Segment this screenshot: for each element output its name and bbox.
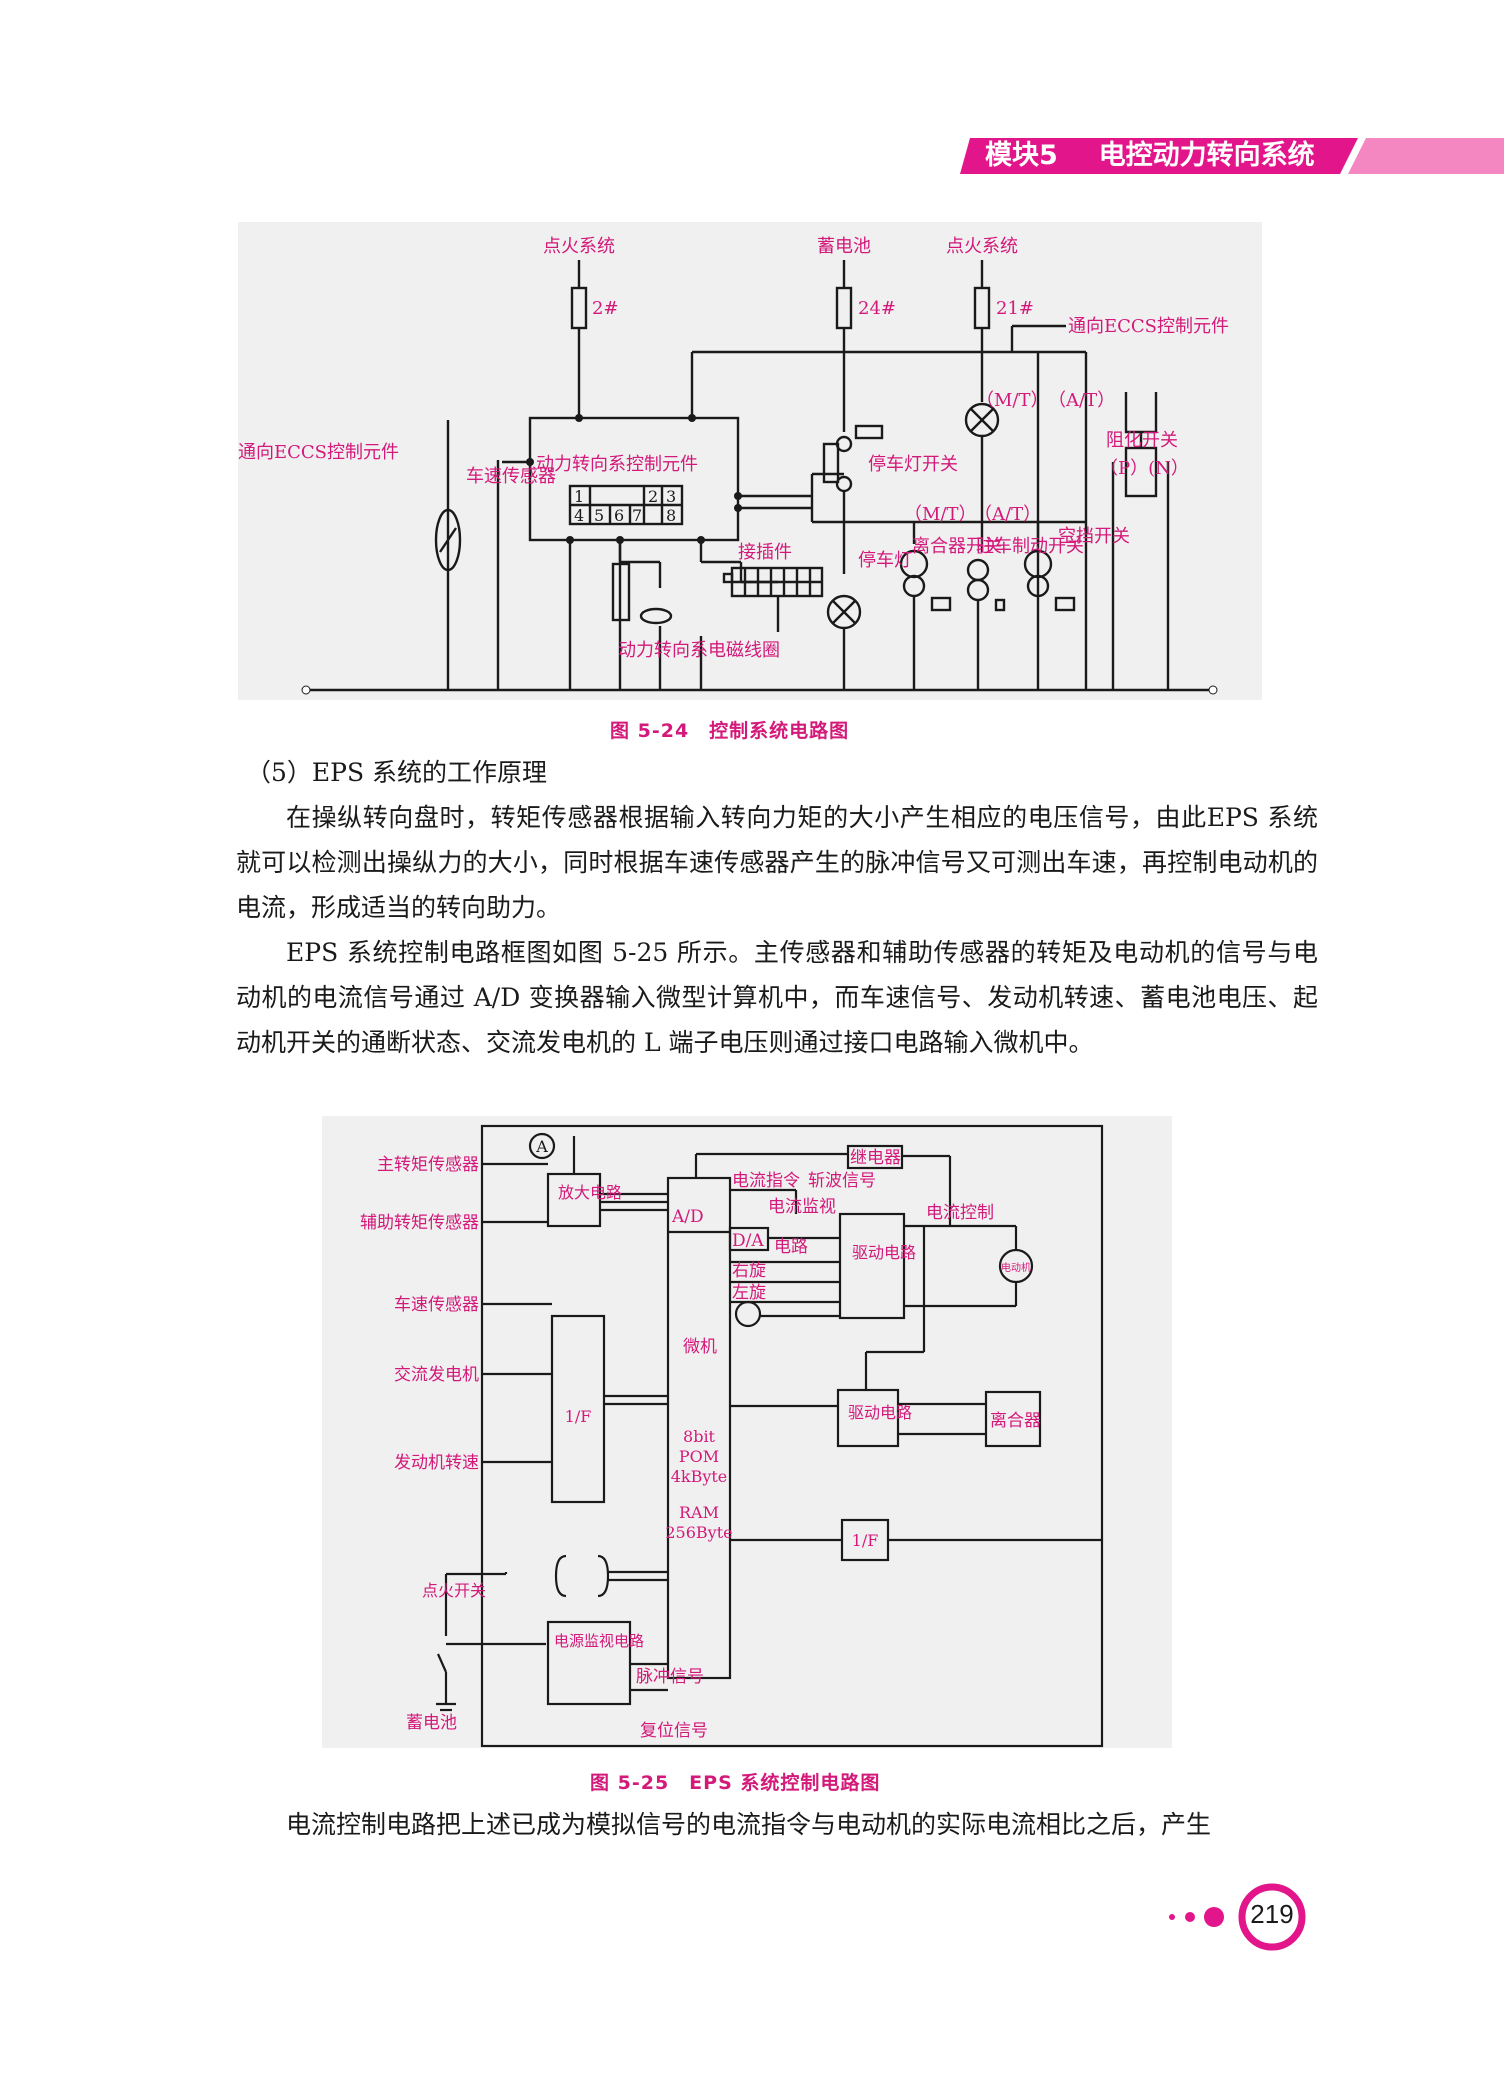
label-fuse-24: 24# [858,298,896,319]
label-ignition-2: 点火系统 [946,236,1018,257]
label-power-monitor: 电源监视电路 [554,1632,644,1650]
label-solenoid: 动力转向系电磁线圈 [618,640,780,661]
label-reset-signal: 复位信号 [640,1721,708,1741]
figure-5-24: 点火系统 蓄电池 点火系统 2# 24# 21# 通向ECCS控制元件 通向EC… [238,222,1262,700]
label-battery: 蓄电池 [817,236,871,257]
figure-5-25: 主转矩传感器 辅助转矩传感器 车速传感器 交流发电机 发动机转速 蓄电池 放大电… [322,1116,1172,1748]
circuit-diagram-5-25: 主转矩传感器 辅助转矩传感器 车速传感器 交流发电机 发动机转速 蓄电池 放大电… [322,1116,1172,1748]
label-current-monitor: 电流监视 [768,1197,836,1217]
label-mcu: 微机 [683,1337,717,1357]
label-engine-speed: 发动机转速 [394,1453,479,1473]
label-left-turn: 左旋 [732,1283,766,1303]
label-fuse-2: 2# [592,298,619,319]
pin-1: 1 [574,487,584,506]
section-heading: （5）EPS 系统的工作原理 [246,758,548,787]
body-section: （5）EPS 系统的工作原理 在操纵转向盘时，转矩传感器根据输入转向力矩的大小产… [236,750,1318,1065]
paragraph-1: 在操纵转向盘时，转矩传感器根据输入转向力矩的大小产生相应的电压信号，由此EPS … [236,803,1318,922]
label-amp: 放大电路 [558,1183,622,1202]
label-mt-mid: （M/T） [904,504,977,525]
label-if-left: 1/F [565,1407,592,1426]
label-speed-sensor: 车速传感器 [466,466,556,487]
pin-7: 7 [632,506,642,525]
label-to-eccs-left: 通向ECCS控制元件 [238,442,399,463]
label-power-steering-ctrl: 动力转向系控制元件 [536,454,698,475]
caption-figure-5-24: 图 5-24 控制系统电路图 [610,720,850,742]
caption-figure-5-25: 图 5-25 EPS 系统控制电路图 [590,1772,881,1794]
page-number-decoration [1169,1883,1306,1951]
label-at-top: （A/T） [1048,390,1115,411]
running-header: 模块5 电控动力转向系统 [985,138,1315,174]
label-if-right: 1/F [852,1531,879,1550]
label-chop-signal: 斩波信号 [808,1171,876,1191]
pin-2: 2 [648,487,658,506]
label-ram-size: 256Byte [665,1523,732,1542]
label-pom: POM [679,1447,719,1466]
label-drive-circuit-2: 驱动电路 [848,1403,912,1422]
label-aux-torque: 辅助转矩传感器 [360,1213,479,1233]
label-current-control: 电流控制 [926,1203,994,1223]
label-alternator: 交流发电机 [394,1365,479,1385]
label-at-mid: （A/T） [974,504,1041,525]
label-relay: 继电器 [850,1148,901,1168]
closing-paragraph: 电流控制电路把上述已成为模拟信号的电流指令与电动机的实际电流相比之后，产生 [286,1810,1212,1839]
label-kbyte: 4kByte [671,1467,728,1486]
label-pulse-signal: 脉冲信号 [636,1667,704,1687]
closing-text: 电流控制电路把上述已成为模拟信号的电流指令与电动机的实际电流相比之后，产生 [236,1802,1318,1847]
label-bit: 8bit [683,1427,716,1446]
pin-3: 3 [666,487,676,506]
label-right-turn: 右旋 [732,1261,766,1281]
label-connector: 接插件 [738,542,792,563]
label-parking-brake: 驻车制动开关 [976,536,1084,557]
label-p-n: （P）(N） [1100,458,1189,479]
label-circuit: 电路 [774,1237,808,1257]
circuit-diagram-5-24: 点火系统 蓄电池 点火系统 2# 24# 21# 通向ECCS控制元件 通向EC… [238,222,1262,700]
label-ignition-1: 点火系统 [543,236,615,257]
label-stop-switch: 停车灯开关 [868,454,958,475]
label-mt-top: （M/T） [976,390,1049,411]
label-motor: 电动机 [1001,1261,1031,1274]
label-clutch-switch: 离合器开关 [912,536,1002,557]
page-number: 219 [1250,1899,1294,1929]
label-circle-a: A [535,1137,548,1156]
pin-8: 8 [666,506,676,525]
pin-6: 6 [614,506,624,525]
label-speed-sensor-25: 车速传感器 [394,1295,479,1315]
label-drive-circuit-1: 驱动电路 [852,1243,916,1262]
header-module: 模块5 [985,140,1058,171]
pin-5: 5 [594,506,604,525]
label-battery-25: 蓄电池 [406,1713,457,1733]
label-main-torque: 主转矩传感器 [377,1155,479,1175]
pin-4: 4 [574,506,584,525]
header-title: 电控动力转向系统 [1098,140,1315,171]
label-inhibitor: 阻化开关 [1106,430,1178,451]
label-ad: A/D [671,1207,704,1227]
label-neutral-switch: 空挡开关 [1058,526,1130,547]
paragraph-2: EPS 系统控制电路框图如图 5-25 所示。主传感器和辅助传感器的转矩及电动机… [236,938,1318,1057]
label-clutch: 离合器 [990,1411,1041,1431]
label-stop-lamp: 停车灯 [858,550,912,571]
label-fuse-21: 21# [996,298,1034,319]
header-band [960,138,1504,174]
label-da: D/A [732,1231,764,1251]
label-ram: RAM [679,1503,719,1522]
label-ignition-switch: 点火开关 [422,1581,486,1600]
label-to-eccs-right: 通向ECCS控制元件 [1068,316,1229,337]
label-current-cmd: 电流指令 [732,1171,800,1191]
